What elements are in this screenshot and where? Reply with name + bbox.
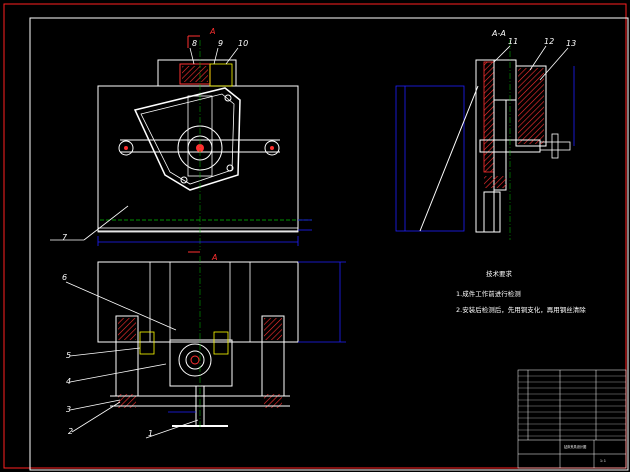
section-marker-bottom: A <box>188 251 217 262</box>
bottom-view <box>97 256 346 430</box>
notes-line-1: 1.成件工作前进行检测 <box>456 289 521 298</box>
notes-line-2: 2.安装后检测后，先用铜支化，再用钢丝清除 <box>456 305 586 314</box>
callout-4: 4 <box>66 377 71 386</box>
callout-11: 11 <box>508 37 518 46</box>
callout-10: 10 <box>238 39 248 48</box>
callout-2: 2 <box>68 427 73 436</box>
title-block-rows <box>518 375 626 437</box>
section-mark-top: A <box>209 27 215 36</box>
notes-title: 技术要求 <box>486 269 513 278</box>
side-section-view: A-A <box>395 29 575 240</box>
section-title: A-A <box>491 29 506 38</box>
title-block <box>517 369 627 469</box>
callout-7: 7 <box>62 233 68 242</box>
title-block-scale: 1:1 <box>600 459 606 463</box>
callout-9: 9 <box>218 39 223 48</box>
title-block-name: 钻床夹具设计图 <box>564 444 586 449</box>
outer-border <box>3 3 627 469</box>
callout-1: 1 <box>148 429 153 438</box>
callout-12: 12 <box>544 37 554 46</box>
leader-lines <box>50 45 569 439</box>
section-marker-top: A <box>187 27 215 48</box>
callout-13: 13 <box>566 39 576 48</box>
callout-6: 6 <box>62 273 67 282</box>
inner-border <box>29 17 629 471</box>
section-mark-bottom: A <box>211 253 217 262</box>
callout-8: 8 <box>192 39 197 48</box>
callout-3: 3 <box>66 405 71 414</box>
front-view <box>97 40 312 250</box>
callout-5: 5 <box>66 351 71 360</box>
